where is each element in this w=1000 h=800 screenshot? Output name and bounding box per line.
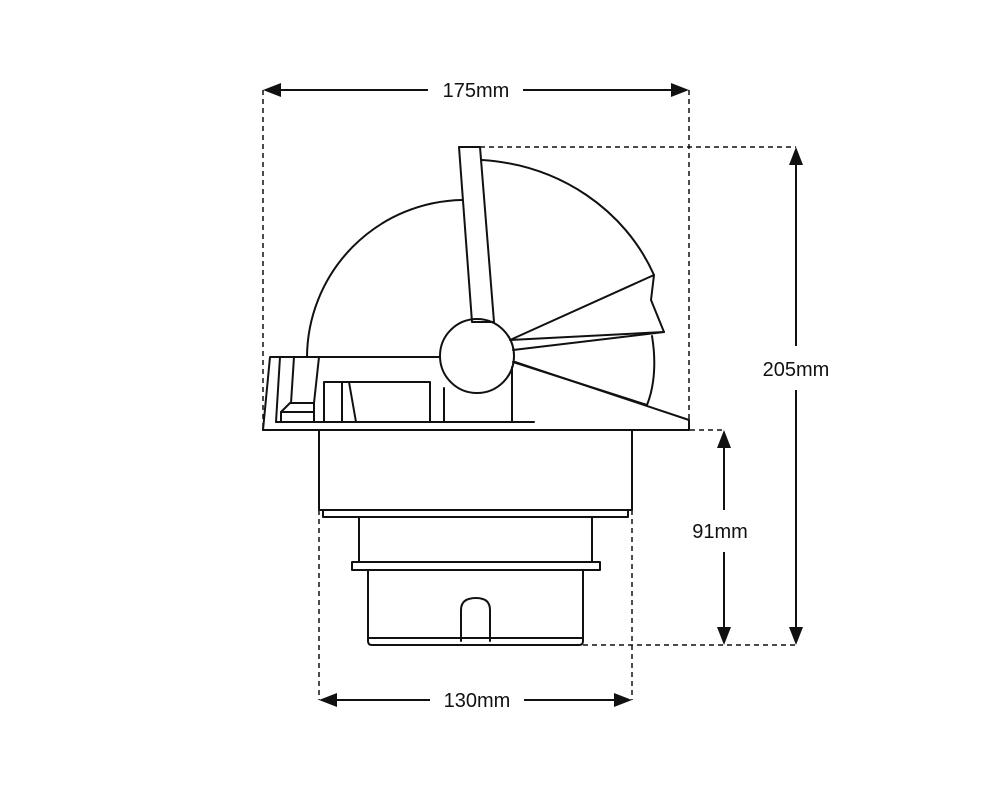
base-notch [460, 597, 491, 642]
dimension-overall-width: 175mm [263, 80, 689, 102]
housing-base [367, 569, 584, 646]
label-overall-height: 205mm [763, 359, 830, 381]
housing-ring [322, 509, 629, 518]
arrow-left [263, 83, 281, 97]
binnacle-top-edge [262, 356, 441, 431]
label-below-deck-height: 91mm [692, 521, 748, 543]
sight-post [458, 146, 495, 323]
extension-lines [262, 90, 796, 700]
arrow-up-small [717, 430, 731, 448]
arrow-right [671, 83, 689, 97]
dimension-base-width: 130mm [319, 690, 632, 712]
housing-neck [358, 516, 593, 563]
compass-drawing [262, 146, 690, 646]
window-divider-b [348, 381, 357, 423]
arrow-down [789, 627, 803, 645]
housing-upper [318, 429, 633, 511]
arrow-down-small [717, 627, 731, 645]
label-overall-width: 175mm [443, 80, 510, 102]
left-slot-a [290, 356, 295, 404]
visor-segment-upper [509, 274, 665, 341]
left-panel-edge [275, 356, 281, 423]
left-slot-b [313, 356, 320, 404]
visor-lower-arc [646, 335, 656, 406]
arrow-right-base [614, 693, 632, 707]
dimension-overall-height: 205mm [763, 147, 830, 645]
pivot-support [443, 366, 513, 423]
visor-segment-edge [512, 331, 665, 351]
arrow-left-base [319, 693, 337, 707]
flange-right-slope [514, 361, 690, 431]
dome-rear-arc [306, 199, 463, 358]
window-box [323, 381, 431, 423]
arrow-up [789, 147, 803, 165]
label-base-width: 130mm [444, 690, 511, 712]
housing-lower-ring [351, 561, 601, 571]
dimension-below-deck-height: 91mm [692, 430, 748, 645]
pivot-knob [439, 318, 515, 394]
dome-front-arc [481, 159, 655, 276]
